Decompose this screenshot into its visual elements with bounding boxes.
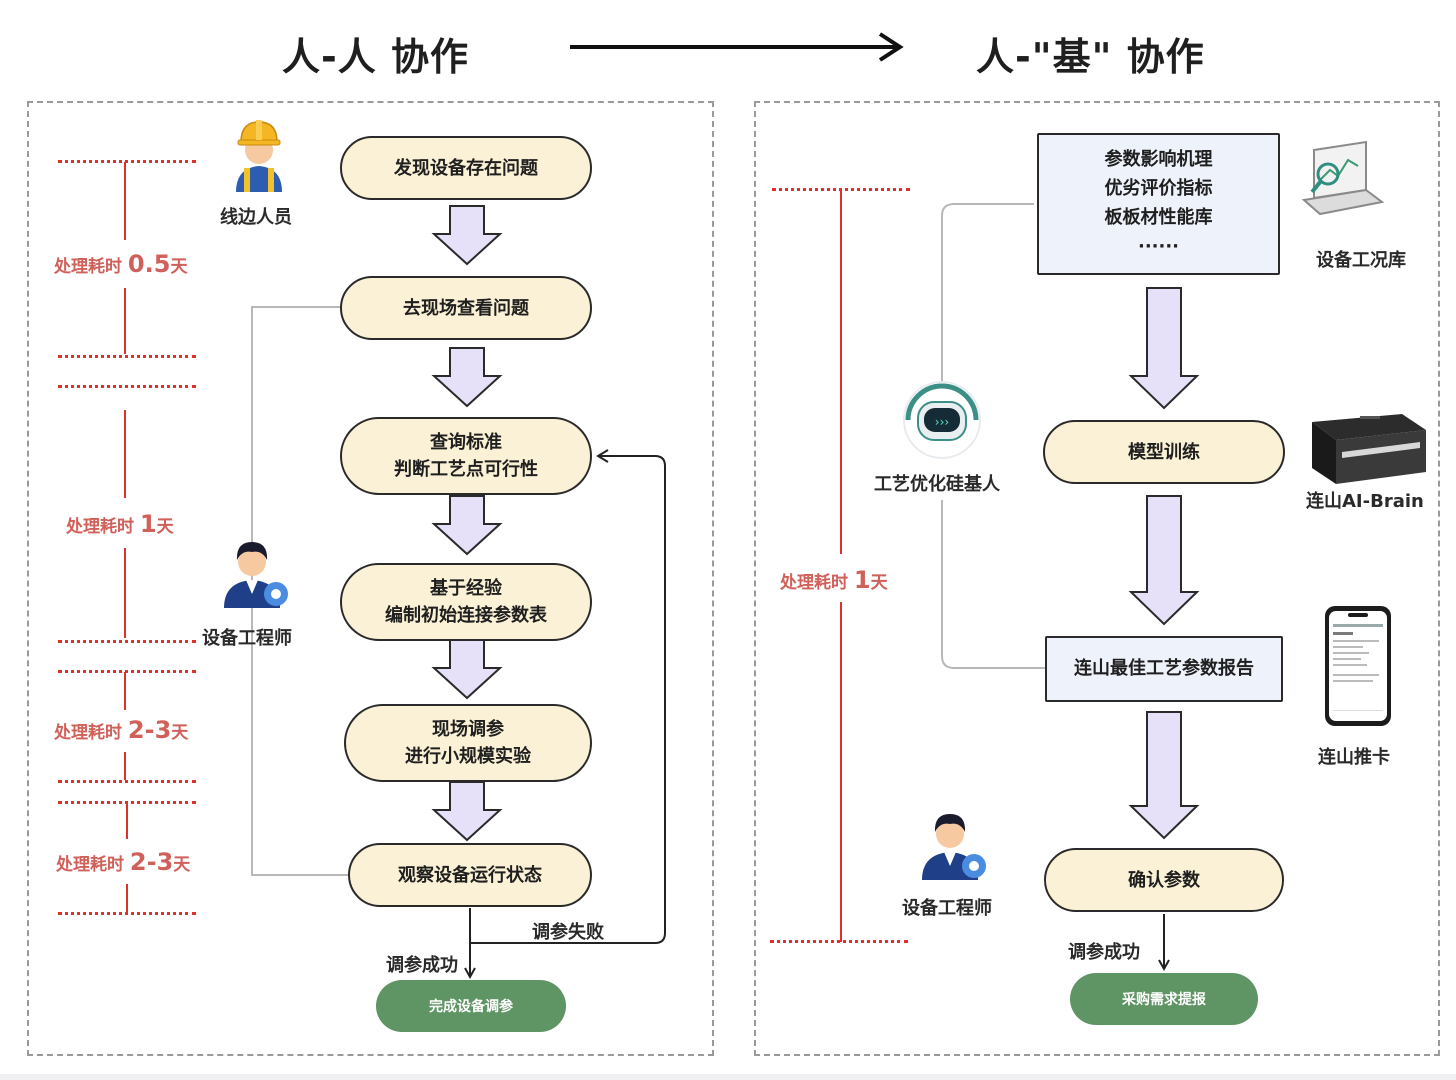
engineer-connector-top [251, 306, 341, 308]
title-human-human: 人-人 协作 [282, 35, 470, 79]
duration-bar [840, 190, 842, 554]
duration-marker [58, 640, 196, 643]
phone-push-card-icon [1322, 604, 1394, 732]
robot-label: 工艺优化硅基人 [874, 474, 1000, 495]
step-best-parameter-report: 连山最佳工艺参数报告 [1045, 636, 1283, 702]
duration-2-3-day: 处理耗时 2-3天 [56, 848, 191, 876]
duration-marker [58, 670, 196, 673]
duration-bar [840, 602, 842, 942]
laptop-analytics-icon [1300, 140, 1385, 224]
duration-bar [126, 803, 128, 839]
duration-bar [126, 884, 128, 914]
step-discover-problem: 发现设备存在问题 [340, 136, 592, 200]
duration-marker [772, 188, 910, 191]
fail-loop-connector [464, 449, 666, 980]
robot-avatar-icon: ››› [900, 380, 984, 464]
flow-arrow [1128, 287, 1200, 410]
engineer-label: 设备工程师 [902, 898, 992, 919]
fail-label: 调参失败 [532, 922, 604, 943]
engineer-avatar-icon [916, 806, 990, 886]
engineer-avatar-icon [218, 534, 292, 614]
duration-bar [124, 410, 126, 498]
step-draft-parameters: 基于经验 编制初始连接参数表 [340, 563, 592, 641]
duration-marker [770, 940, 908, 943]
duration-marker [58, 912, 196, 915]
ai-brain-device-icon [1302, 412, 1430, 490]
duration-1-day: 处理耗时 1天 [780, 566, 888, 594]
flow-arrow [431, 205, 503, 266]
bottom-strip [0, 1074, 1456, 1080]
engineer-label: 设备工程师 [202, 628, 292, 649]
step-observe-status: 观察设备运行状态 [348, 843, 592, 907]
step-confirm-parameters: 确认参数 [1044, 848, 1284, 912]
duration-marker [58, 801, 196, 804]
flow-arrow [1128, 495, 1200, 626]
flow-arrow [1128, 711, 1200, 840]
knowledge-box: 参数影响机理 优劣评价指标 板板材性能库 ······ [1037, 133, 1280, 275]
duration-marker [58, 780, 196, 783]
duration-marker [58, 355, 196, 358]
step-onsite-inspect: 去现场查看问题 [340, 276, 592, 340]
success-label: 调参成功 [1068, 942, 1140, 963]
step-check-standard: 查询标准 判断工艺点可行性 [340, 417, 592, 495]
step-model-training: 模型训练 [1043, 420, 1285, 484]
robot-connector [941, 203, 1048, 669]
worker-avatar-icon [226, 116, 292, 198]
duration-bar [124, 548, 126, 638]
duration-bar [124, 672, 126, 710]
engineer-connector-bottom [251, 874, 349, 876]
success-connector [1158, 914, 1170, 972]
title-human-silicon: 人-"基" 协作 [976, 35, 1205, 79]
duration-bar [124, 162, 126, 240]
flow-arrow [431, 347, 503, 408]
transition-arrow [568, 30, 908, 68]
svg-text:›››: ››› [935, 415, 949, 429]
end-procurement-request: 采购需求提报 [1070, 973, 1258, 1025]
duration-2-3-day: 处理耗时 2-3天 [54, 716, 189, 744]
flow-arrow [431, 639, 503, 700]
duration-0-5-day: 处理耗时 0.5天 [54, 250, 188, 278]
right-panel [754, 101, 1440, 1056]
ai-brain-label: 连山AI-Brain [1306, 491, 1424, 512]
left-panel [27, 101, 714, 1056]
flow-arrow [431, 495, 503, 556]
duration-marker [58, 385, 196, 388]
line-staff-label: 线边人员 [220, 207, 292, 228]
condition-db-label: 设备工况库 [1316, 250, 1406, 271]
duration-bar [124, 288, 126, 354]
end-complete-tuning: 完成设备调参 [376, 980, 566, 1032]
duration-marker [58, 160, 196, 163]
push-card-label: 连山推卡 [1318, 747, 1390, 768]
success-label: 调参成功 [386, 955, 458, 976]
duration-bar [124, 752, 126, 780]
duration-1-day: 处理耗时 1天 [66, 510, 174, 538]
flow-arrow [431, 781, 503, 842]
